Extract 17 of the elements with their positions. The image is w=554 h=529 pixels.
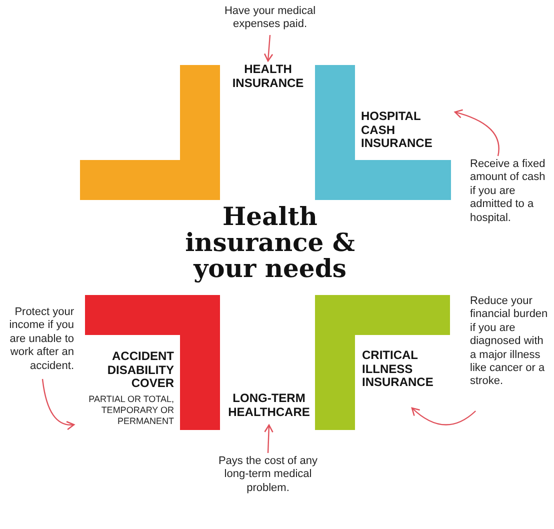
arrow — [454, 110, 500, 156]
arrow — [264, 34, 274, 62]
description-text: Protect your income if you are unable to work after an accident. — [8, 306, 74, 374]
arrow — [264, 424, 274, 454]
description-text: Receive a fixed amount of cash if you are admitted to a hospital. — [470, 158, 546, 226]
description-text: Reduce your financial burden if you are diagnosed with a major illness like cancer or a stroke. — [470, 295, 549, 389]
category-heading: HOSPITAL CASH INSURANCE — [361, 110, 434, 150]
category-heading: LONG-TERM HEALTHCARE — [227, 392, 311, 419]
description-text: Pays the cost of any long-term medical problem. — [217, 455, 319, 496]
description-text: Have your medical expenses paid. — [223, 5, 317, 32]
arrow — [42, 378, 75, 430]
category-subtext: PARTIAL OR TOTAL, TEMPORARY OR PERMANENT — [88, 394, 174, 426]
category-heading: ACCIDENT DISABILITY COVER — [106, 350, 174, 390]
category-heading: HEALTH INSURANCE — [231, 63, 305, 90]
diagram-title: Health insurance & your needs — [184, 204, 356, 282]
arrow — [411, 407, 476, 426]
category-heading: CRITICAL ILLNESS INSURANCE — [362, 349, 434, 390]
